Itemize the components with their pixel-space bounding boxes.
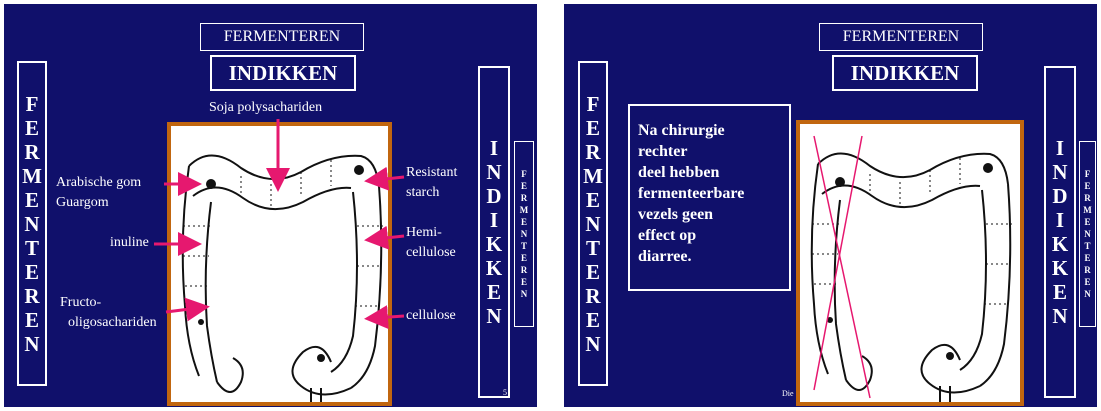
label-arabische-gom: Arabische gom: [56, 174, 141, 191]
footer-text: Die: [782, 389, 794, 398]
note-line: Na chirurgie: [638, 120, 789, 141]
label-cellulose: cellulose: [406, 307, 456, 324]
note-line: effect op: [638, 225, 789, 246]
note-line: rechter: [638, 141, 789, 162]
bar-letter: I: [1056, 208, 1064, 232]
label-fructo: Fructo-: [60, 294, 101, 311]
arrow-hemicellulose: [376, 236, 404, 239]
bar-letter: E: [1084, 276, 1090, 288]
title-fermenteren: FERMENTEREN: [819, 23, 983, 51]
bar-letter: D: [1052, 184, 1067, 208]
label-soja-polysachariden: Soja polysachariden: [209, 99, 322, 116]
bar-letter: R: [1084, 192, 1091, 204]
bar-letter: I: [1056, 136, 1064, 160]
arrow-resistant-starch: [376, 177, 404, 180]
vertical-fermenteren-bar: F E R M E N T E R E N: [578, 61, 608, 386]
bar-letter: R: [1084, 264, 1091, 276]
label-cellulose-hemi: cellulose: [406, 244, 456, 261]
label-hemi: Hemi-: [406, 224, 442, 241]
note-line: vezels geen: [638, 204, 789, 225]
bar-letter: T: [1084, 240, 1090, 252]
arrow-fructo: [166, 308, 198, 312]
bar-letter: E: [586, 260, 600, 284]
bar-letter: N: [1084, 228, 1091, 240]
slide-fermenteren-indikken: FERMENTEREN INDIKKEN F E R M E N T E R E…: [4, 4, 537, 407]
bar-letter: M: [583, 164, 603, 188]
bar-letter: T: [586, 236, 600, 260]
colon-illustration-frame: [796, 120, 1024, 406]
arrow-cellulose: [376, 316, 404, 318]
bar-letter: N: [1084, 288, 1091, 300]
label-inuline: inuline: [110, 234, 149, 251]
label-oligosachariden: oligosachariden: [68, 314, 157, 331]
bar-letter: K: [1052, 256, 1068, 280]
vertical-fermenteren-small-bar: F E R M E N T E R E N: [1079, 141, 1096, 327]
bar-letter: R: [585, 284, 600, 308]
bar-letter: E: [586, 116, 600, 140]
title-indikken: INDIKKEN: [832, 55, 978, 91]
bar-letter: M: [1083, 204, 1092, 216]
bar-letter: N: [1052, 304, 1067, 328]
note-line: deel hebben: [638, 162, 789, 183]
surgery-note-box: Na chirurgie rechter deel hebben ferment…: [628, 104, 791, 291]
label-resistant: Resistant: [406, 164, 457, 181]
vertical-indikken-bar: I N D I K K E N: [1044, 66, 1076, 398]
bar-letter: F: [587, 92, 600, 116]
colon-illustration: [800, 124, 1020, 402]
bar-letter: N: [1052, 160, 1067, 184]
bar-letter: E: [1084, 216, 1090, 228]
bar-letter: E: [1084, 180, 1090, 192]
page-number: 5: [503, 388, 507, 397]
bar-letter: R: [585, 140, 600, 164]
bar-letter: E: [1053, 280, 1067, 304]
label-guargom: Guargom: [56, 194, 109, 211]
bar-letter: N: [585, 332, 600, 356]
bar-letter: K: [1052, 232, 1068, 256]
note-line: diarree.: [638, 246, 789, 267]
bar-letter: E: [586, 308, 600, 332]
bar-letter: N: [585, 212, 600, 236]
bar-letter: E: [586, 188, 600, 212]
note-line: fermenteerbare: [638, 183, 789, 204]
bar-letter: F: [1085, 168, 1091, 180]
bar-letter: E: [1084, 252, 1090, 264]
label-starch: starch: [406, 184, 439, 201]
slide-chirurgie-note: FERMENTEREN INDIKKEN F E R M E N T E R E…: [564, 4, 1097, 407]
